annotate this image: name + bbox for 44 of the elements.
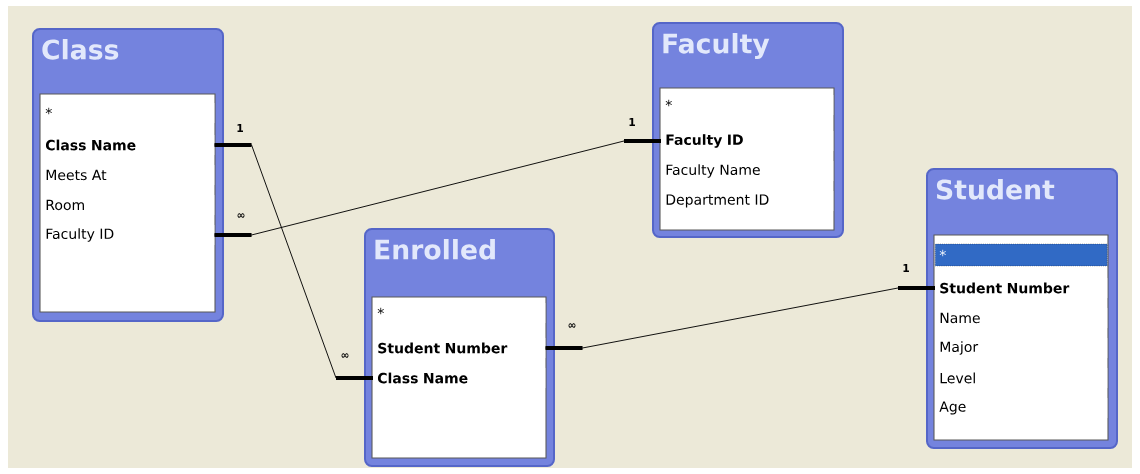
- relationship-line: [214, 139, 662, 237]
- node-label: Major: [940, 341, 979, 355]
- node-label: Faculty ID: [46, 228, 114, 242]
- field-row: Level: [935, 368, 1108, 388]
- node-label: *: [377, 307, 384, 315]
- field-row: Name: [935, 308, 1108, 328]
- cardinality-label: ∞: [341, 353, 349, 358]
- node-label: *: [45, 107, 52, 115]
- relationship-line: [214, 143, 374, 380]
- field-row: *: [661, 95, 834, 115]
- node-label: Faculty ID: [666, 134, 743, 148]
- node-label: Department ID: [666, 194, 769, 208]
- cardinality-label: 1: [629, 118, 635, 126]
- field-row: Class Name: [41, 135, 215, 155]
- node-label: Class Name: [45, 139, 136, 151]
- field-row: Faculty Name: [661, 161, 834, 181]
- cardinality-label: ∞: [237, 213, 245, 218]
- field-row: Student Number: [935, 278, 1108, 298]
- node-label: Meets At: [46, 169, 107, 181]
- field-row: Class Name: [373, 368, 546, 388]
- field-row: Student Number: [373, 338, 546, 358]
- field-row: Room: [41, 195, 215, 215]
- node-label: Class Name: [377, 372, 468, 384]
- node-label: Student Number: [378, 342, 508, 354]
- field-row: Age: [935, 398, 1108, 418]
- cardinality-label: ∞: [568, 323, 576, 328]
- field-row: *: [373, 303, 546, 323]
- field-row: Major: [935, 338, 1108, 358]
- node-label: Level: [940, 372, 975, 384]
- cardinality-label: 1: [237, 124, 243, 132]
- field-row: Faculty ID: [41, 225, 215, 245]
- cardinality-label: 1: [903, 264, 909, 272]
- node-label: Name: [940, 312, 980, 324]
- node-label: Room: [46, 199, 84, 211]
- selected-row: *: [935, 243, 1108, 267]
- field-row: Meets At: [41, 165, 215, 185]
- node-label: Age: [939, 401, 966, 415]
- node-label: Student Number: [940, 282, 1070, 294]
- node-label: Faculty Name: [666, 164, 760, 178]
- field-row: *: [41, 103, 215, 123]
- field-row: Department ID: [661, 191, 834, 211]
- node-label: *: [665, 99, 672, 107]
- field-row: Faculty ID: [661, 131, 834, 151]
- relationship-line: [545, 286, 936, 350]
